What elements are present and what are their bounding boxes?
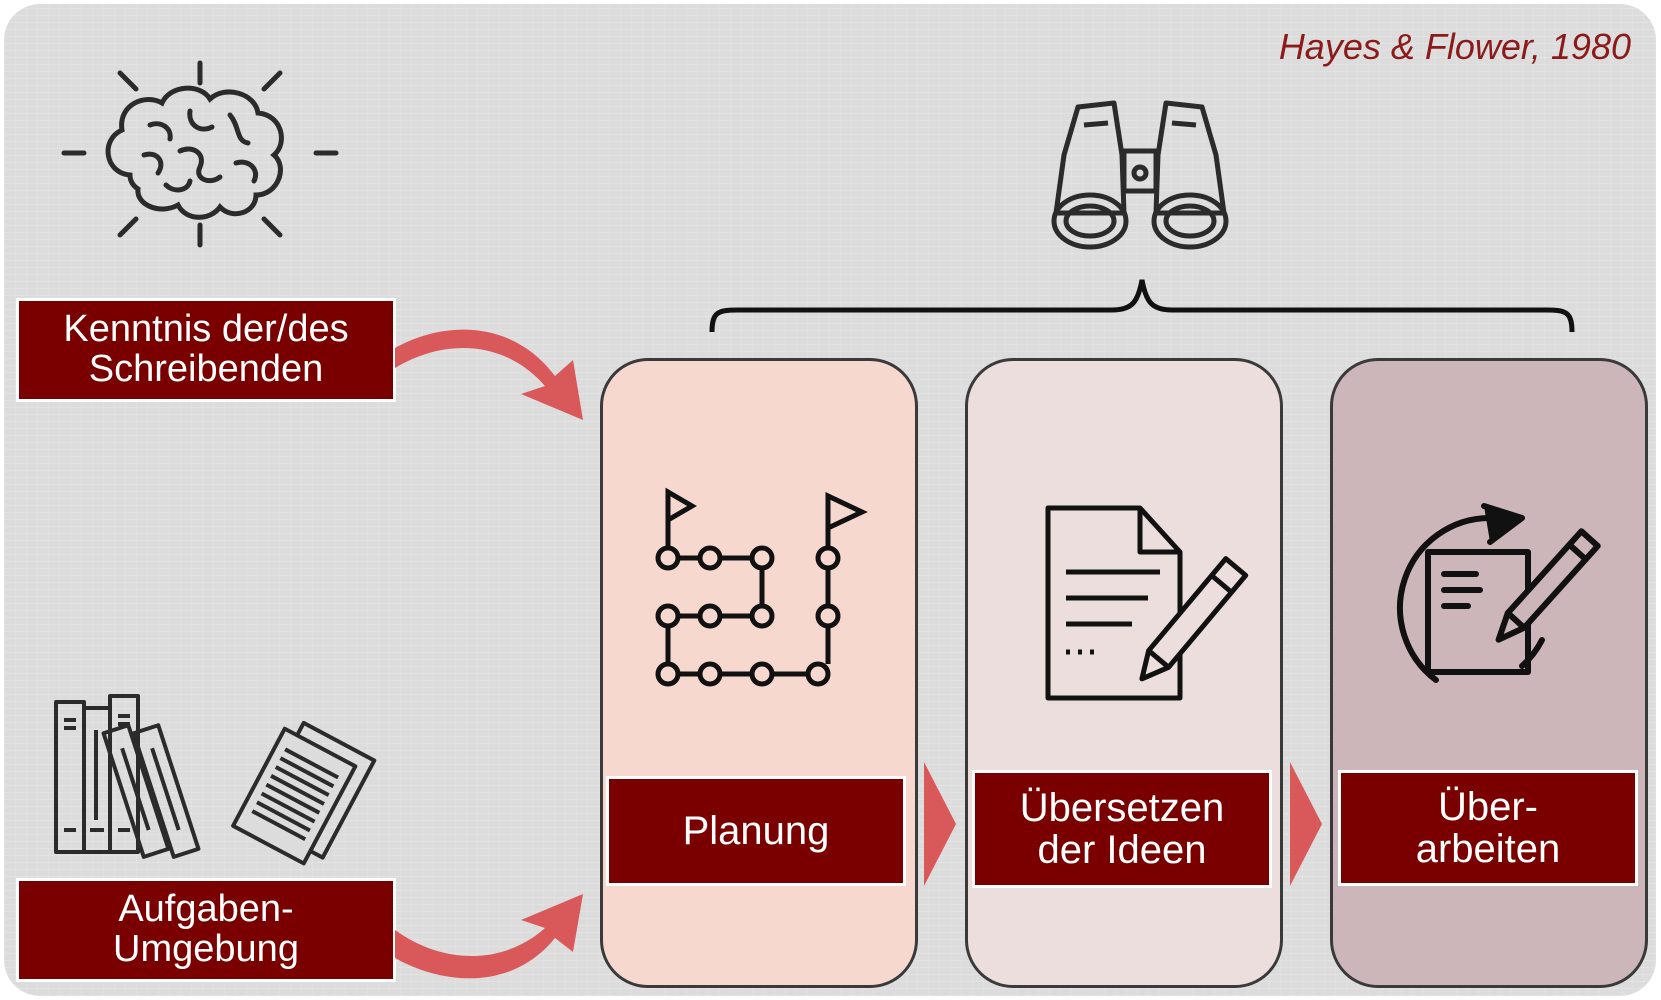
books-documents-icon — [54, 694, 377, 866]
stage-arrow-2 — [1290, 762, 1322, 886]
citation: Hayes & Flower, 1980 — [1278, 26, 1631, 67]
stage-arrow-1 — [924, 762, 956, 886]
revise-cycle-icon — [1397, 503, 1601, 683]
brain-icon — [61, 60, 339, 248]
input-arrow-bottom — [395, 894, 583, 979]
path-plan-icon — [655, 487, 868, 687]
stage-title-planning: Planung — [606, 776, 906, 886]
stage-title-translating: Übersetzen der Ideen — [972, 770, 1272, 888]
binoculars-icon — [1051, 100, 1229, 250]
input-label-writer-knowledge: Kenntnis der/des Schreibenden — [16, 298, 396, 402]
overview-brace — [709, 279, 1575, 333]
input-arrow-top — [395, 329, 583, 420]
document-pencil-icon — [1045, 505, 1249, 701]
stage-title-revising: Über- arbeiten — [1338, 770, 1638, 886]
input-label-task-environment: Aufgaben- Umgebung — [16, 878, 396, 982]
